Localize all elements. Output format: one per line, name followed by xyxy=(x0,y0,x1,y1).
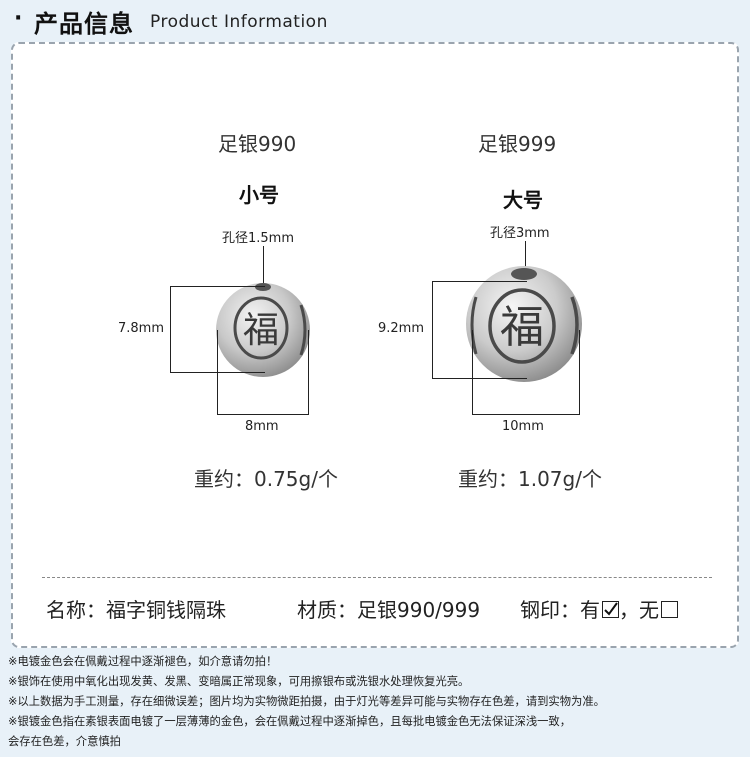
width-label: 8mm xyxy=(245,419,279,434)
note-item: ※电镀金色会在佩戴过程中逐渐褪色，如介意请勿拍！ xyxy=(8,655,278,668)
stamp-sep: ，无 xyxy=(619,598,659,622)
width-label: 10mm xyxy=(502,419,544,434)
height-label: 7.8mm xyxy=(118,321,165,336)
note-item: ※银饰在使用中氧化出现发黄、发黑、变暗属正常现象，可用擦银布或洗银水处理恢复光亮… xyxy=(8,675,470,688)
height-label: 9.2mm xyxy=(378,321,425,336)
note-item: ※银镀金色指在素银表面电镀了一层薄薄的金色，会在佩戴过程中逐渐掉色，且每批电镀金… xyxy=(8,715,572,728)
product-size-label: 小号 xyxy=(239,183,279,207)
width-line-left xyxy=(217,330,218,415)
height-line-vertical xyxy=(432,281,433,379)
note-item: 会存在色差，介意慎拍 xyxy=(8,735,121,748)
section-subtitle: Product Information xyxy=(150,12,328,32)
notes-list: ※电镀金色会在佩戴过程中逐渐褪色，如介意请勿拍！ ※银饰在使用中氧化出现发黄、发… xyxy=(8,652,605,752)
height-line-bottom xyxy=(432,378,527,379)
product-info-card xyxy=(11,42,739,648)
width-line-right xyxy=(308,330,309,415)
width-line-left xyxy=(472,330,473,415)
bead-large-image: 福 xyxy=(466,266,582,382)
stamp-label: 钢印：有 xyxy=(520,598,600,622)
weight-label: 重约：0.75g/个 xyxy=(194,467,338,491)
hole-diameter-label: 孔径1.5mm xyxy=(222,231,295,246)
product-size-label: 大号 xyxy=(503,188,543,212)
product-material-label: 足银990 xyxy=(218,132,297,156)
stamp-no-checkbox xyxy=(661,601,678,618)
note-item: ※以上数据为手工测量，存在细微误差；图片均为实物微距拍摄，由于灯光等差异可能与实… xyxy=(8,695,605,708)
width-line-bottom xyxy=(217,414,309,415)
bead-small-image: 福 xyxy=(216,283,310,377)
weight-label: 重约：1.07g/个 xyxy=(458,467,602,491)
spec-name: 名称：福字铜钱隔珠 xyxy=(46,598,226,622)
height-line-top xyxy=(170,286,265,287)
section-header: · 产品信息 Product Information xyxy=(0,0,750,42)
width-line-right xyxy=(579,330,580,415)
hole-leader-line xyxy=(525,241,526,276)
width-line-bottom xyxy=(472,414,580,415)
stamp-yes-checkbox xyxy=(602,601,619,618)
fu-character: 福 xyxy=(500,302,544,353)
product-material-label: 足银999 xyxy=(478,132,557,156)
section-title: 产品信息 xyxy=(34,10,134,38)
height-line-top xyxy=(432,281,527,282)
spec-stamp: 钢印：有 ，无 xyxy=(520,594,678,623)
spec-material: 材质：足银990/999 xyxy=(297,598,481,622)
header-bullet: · xyxy=(14,6,23,31)
divider xyxy=(42,577,712,578)
hole-leader-line xyxy=(263,246,264,286)
fu-character: 福 xyxy=(243,310,279,351)
hole-diameter-label: 孔径3mm xyxy=(490,226,550,241)
height-line-vertical xyxy=(170,286,171,373)
